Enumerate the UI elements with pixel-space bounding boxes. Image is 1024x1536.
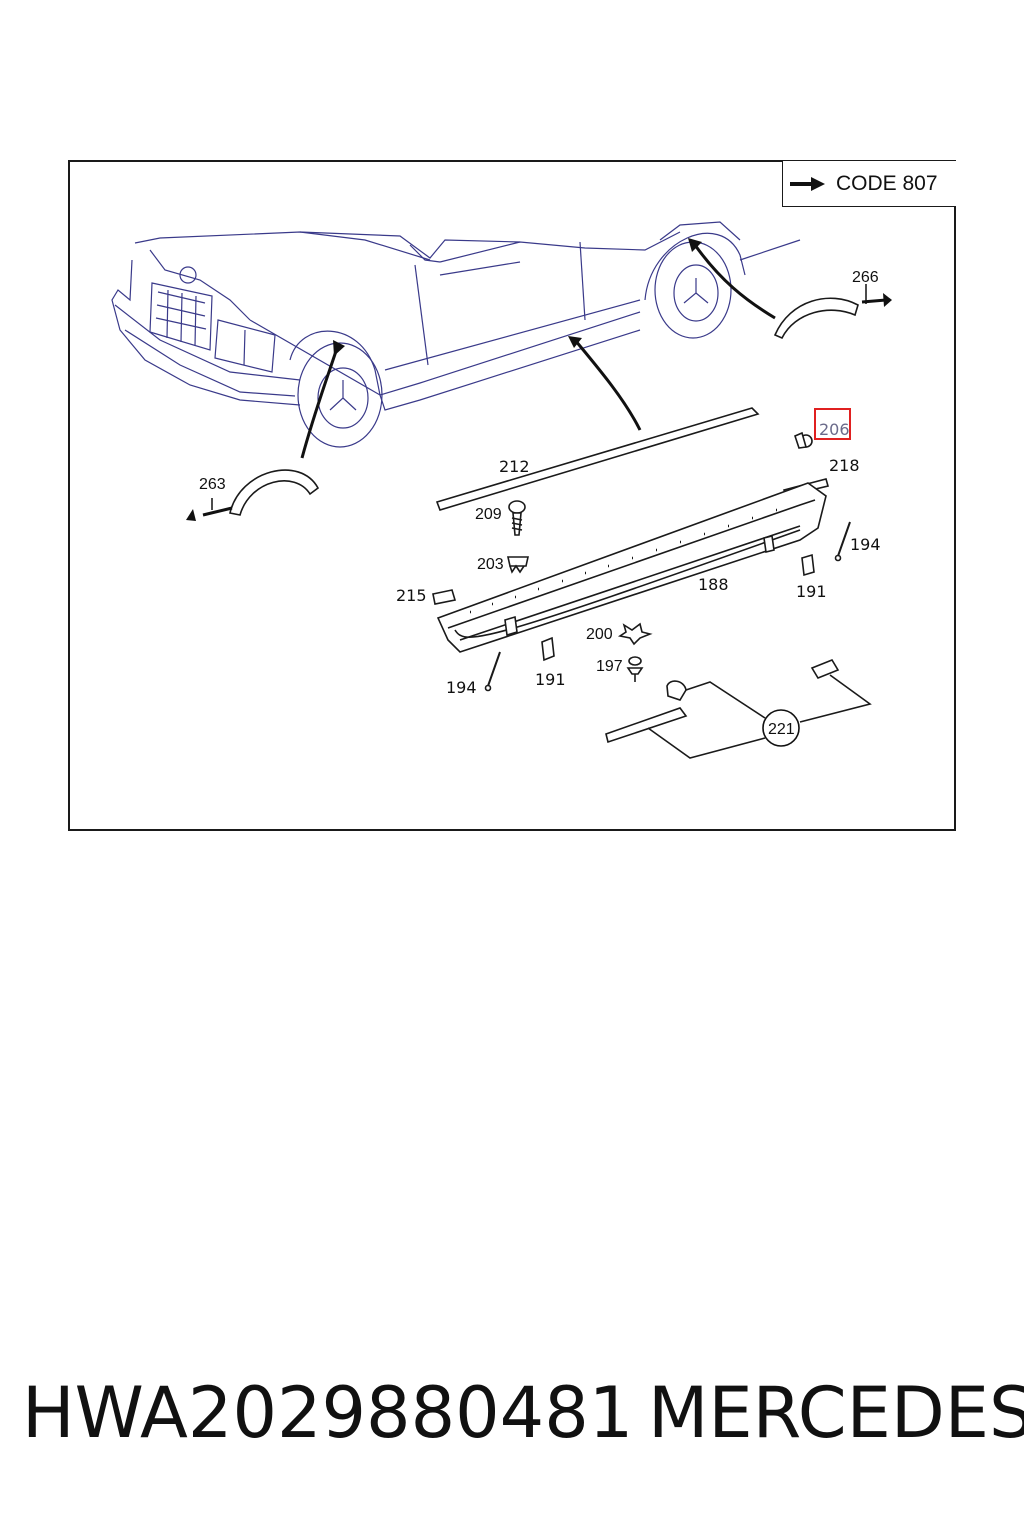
callout-circle-221 — [762, 709, 800, 747]
wheel-arch-trim-front — [229, 469, 320, 516]
clip-200 — [617, 622, 653, 646]
label-263: 263 — [199, 476, 226, 493]
label-212: 212 — [499, 457, 530, 476]
trim-strip-212 — [435, 407, 760, 511]
code-label: CODE 807 — [836, 172, 938, 195]
label-209: 209 — [475, 506, 502, 523]
label-206: 206 — [819, 420, 850, 439]
nut-203 — [507, 556, 529, 574]
pad-215 — [432, 589, 457, 605]
label-188: 188 — [698, 575, 729, 594]
label-191-right: 191 — [796, 582, 827, 601]
label-200: 200 — [586, 626, 613, 643]
highlight-box-206 — [814, 408, 851, 440]
label-191-left: 191 — [535, 670, 566, 689]
label-218: 218 — [829, 456, 860, 475]
clip-191-left — [541, 636, 555, 662]
repair-kit-221 — [605, 659, 872, 759]
pin-197 — [626, 656, 644, 682]
label-194-left: 194 — [446, 678, 477, 697]
part-number: HWA2029880481 — [22, 1372, 634, 1454]
diagram-frame — [68, 160, 956, 831]
parts-drawing — [229, 297, 872, 759]
arrowheads — [186, 238, 892, 521]
wheel-arch-trim-rear — [773, 297, 859, 340]
footer: HWA2029880481 MERCEDES — [0, 1372, 1024, 1472]
car-outline — [111, 221, 801, 448]
code-box — [782, 161, 956, 207]
label-197: 197 — [596, 658, 623, 675]
label-221: 221 — [768, 721, 795, 738]
rod-194-right — [837, 521, 851, 557]
right-arrow-icon — [790, 177, 825, 191]
clip-191-right — [801, 553, 815, 577]
screw-209 — [508, 500, 526, 536]
rod-194-left — [487, 651, 501, 687]
label-215: 215 — [396, 586, 427, 605]
label-194-right: 194 — [850, 535, 881, 554]
label-266: 266 — [852, 269, 879, 286]
label-203: 203 — [477, 556, 504, 573]
brand-name: MERCEDES — [648, 1372, 1024, 1454]
